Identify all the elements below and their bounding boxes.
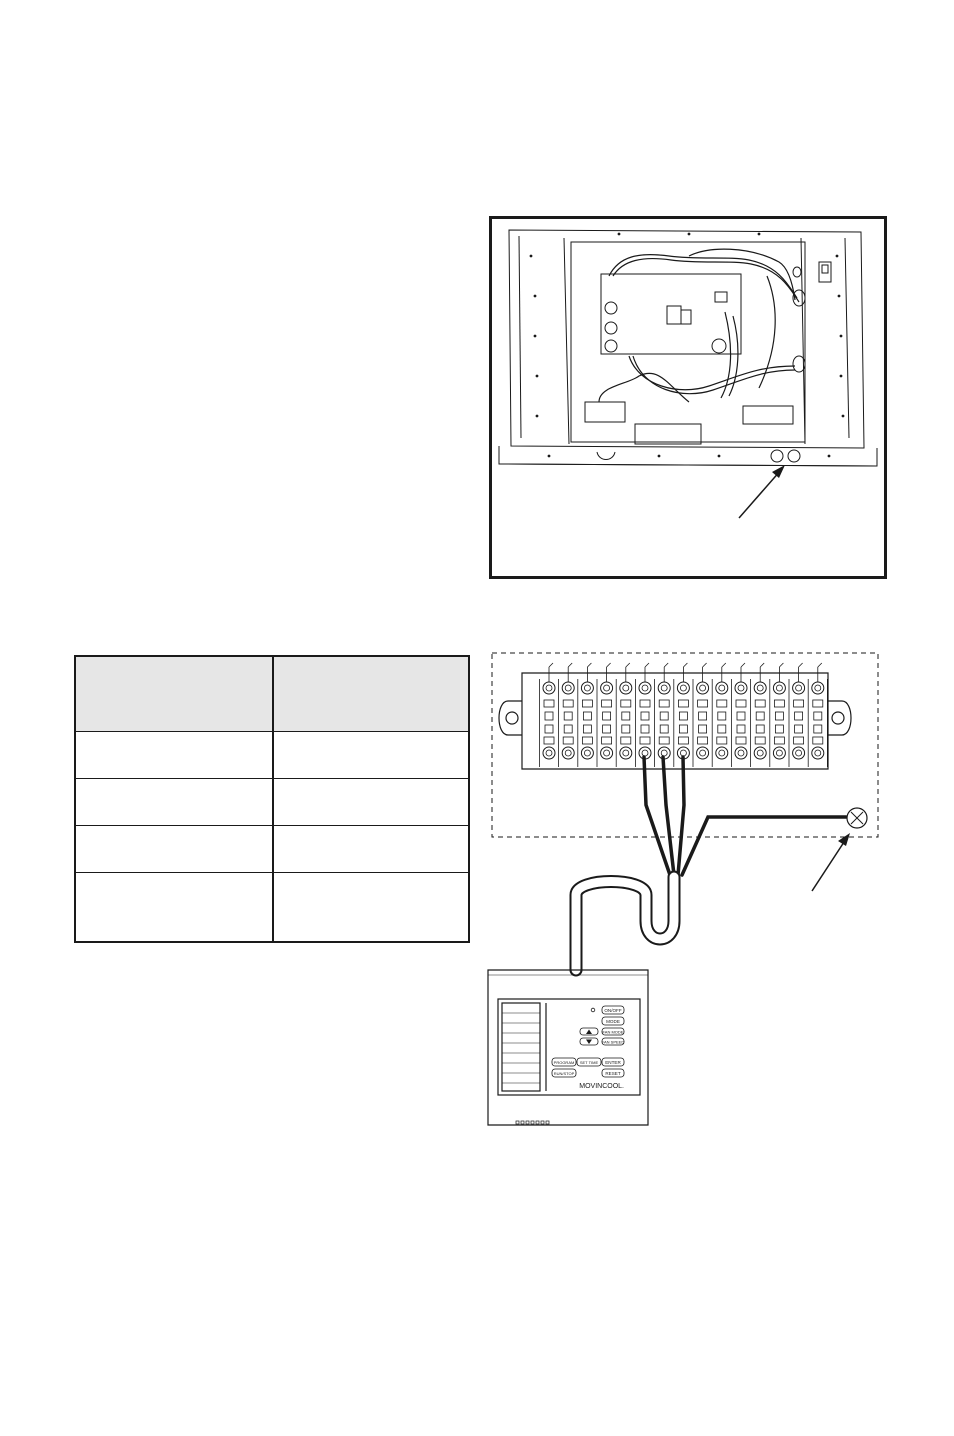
terminal-screw bbox=[769, 662, 786, 767]
table-header-cell bbox=[272, 655, 470, 732]
table-cell bbox=[74, 731, 274, 779]
program-button[interactable]: PROGRAM bbox=[551, 1057, 577, 1067]
brand-logo: MOVINCOOL. bbox=[579, 1083, 624, 1090]
reset-label: RESET bbox=[605, 1071, 621, 1076]
down-button[interactable] bbox=[579, 1037, 599, 1046]
table-cell bbox=[74, 778, 274, 826]
up-button[interactable] bbox=[579, 1027, 599, 1036]
terminal-screw bbox=[788, 662, 806, 767]
on-off-label: ON/OFF bbox=[604, 1008, 622, 1013]
run-stop-button[interactable]: RUN/STOP bbox=[551, 1068, 577, 1078]
terminal-screw bbox=[807, 662, 825, 767]
control-panel-figure bbox=[489, 216, 887, 579]
fan-mode-button[interactable]: FAN MODE bbox=[601, 1027, 625, 1036]
program-label: PROGRAM bbox=[554, 1060, 575, 1065]
table-row bbox=[74, 872, 470, 943]
table-cell bbox=[272, 872, 470, 943]
table-cell bbox=[74, 825, 274, 873]
terminal-block bbox=[539, 662, 828, 767]
fan-speed-label: FAN SPEED bbox=[602, 1040, 625, 1045]
terminal-screw bbox=[558, 662, 575, 767]
terminal-screw bbox=[654, 662, 671, 767]
ground-pointer-arrow bbox=[811, 833, 850, 892]
terminal-screw bbox=[673, 662, 690, 767]
terminal-screw bbox=[577, 662, 594, 767]
terminal-screw bbox=[730, 662, 748, 767]
mode-label: MODE bbox=[606, 1019, 620, 1024]
connector-pointer-arrow bbox=[738, 465, 785, 519]
fan-speed-button[interactable]: FAN SPEED bbox=[601, 1037, 625, 1046]
reset-button[interactable]: RESET bbox=[601, 1068, 625, 1078]
table-cell bbox=[74, 872, 274, 943]
terminal-screw bbox=[615, 662, 633, 767]
table-row bbox=[74, 778, 470, 826]
set-time-label: SET TIME bbox=[580, 1060, 599, 1065]
ground-terminal-icon bbox=[846, 807, 868, 829]
mode-button[interactable]: MODE bbox=[601, 1016, 625, 1026]
table-header-cell bbox=[74, 655, 274, 732]
enter-button[interactable]: ENTER bbox=[601, 1057, 625, 1067]
table-row bbox=[74, 825, 470, 873]
specification-table bbox=[74, 655, 470, 943]
set-time-button[interactable]: SET TIME bbox=[576, 1057, 602, 1067]
wiring-diagram-figure: ON/OFF MODE FAN MODE FAN SPEED PROGRAM bbox=[487, 652, 879, 1126]
triangle-up-icon bbox=[586, 1029, 592, 1034]
triangle-down-icon bbox=[586, 1039, 592, 1044]
table-cell bbox=[272, 825, 470, 873]
fan-mode-label: FAN MODE bbox=[603, 1030, 624, 1035]
terminal-screw bbox=[634, 662, 652, 767]
terminal-screw bbox=[711, 662, 729, 767]
terminal-screw bbox=[539, 662, 556, 767]
terminal-screw bbox=[692, 662, 710, 767]
table-header-row bbox=[74, 655, 470, 732]
on-off-button[interactable]: ON/OFF bbox=[601, 1005, 625, 1015]
enter-label: ENTER bbox=[605, 1060, 621, 1065]
table-cell bbox=[272, 778, 470, 826]
terminal-screw bbox=[596, 662, 614, 767]
table-row bbox=[74, 731, 470, 779]
run-stop-label: RUN/STOP bbox=[554, 1071, 575, 1076]
table-cell bbox=[272, 731, 470, 779]
remote-control: ON/OFF MODE FAN MODE FAN SPEED PROGRAM bbox=[551, 1005, 625, 1090]
terminal-screw bbox=[750, 662, 767, 767]
